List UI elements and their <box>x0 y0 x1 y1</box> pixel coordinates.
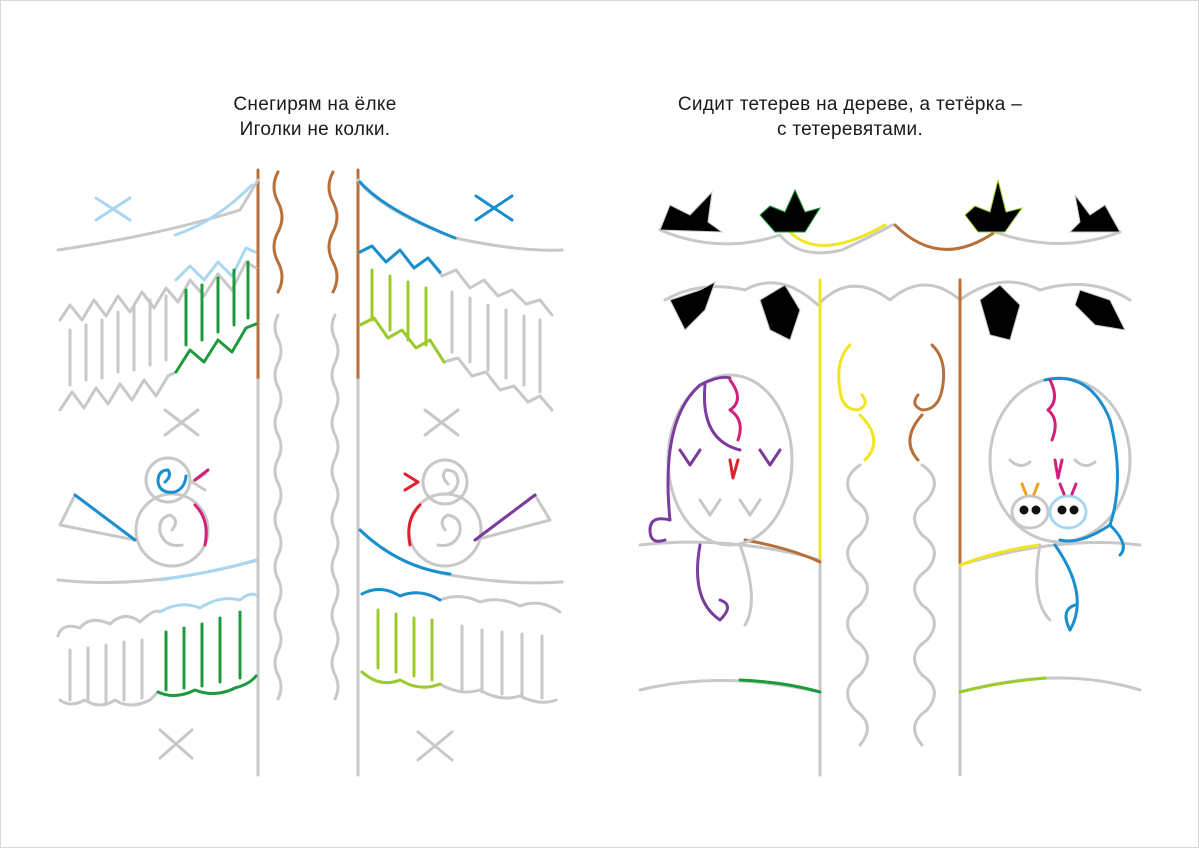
left-caption-line-1: Снегирям на ёлке <box>233 94 397 115</box>
right-caption-line-2: с тетеревятами. <box>776 119 924 140</box>
left-caption-line-2: Иголки не колки. <box>239 119 391 140</box>
left-caption: Снегирям на ёлке Иголки не колки. <box>150 92 480 142</box>
wavy-line-trace <box>330 313 340 701</box>
left-fir-tree <box>56 168 284 777</box>
wavy-line <box>327 170 339 294</box>
wavy-line-trace <box>273 313 283 701</box>
swirl-trace <box>913 463 936 747</box>
wavy-line <box>272 170 284 294</box>
grouse-bird <box>648 373 794 627</box>
cross-mark <box>474 194 514 222</box>
cross-mark <box>163 408 200 437</box>
cross-mark <box>158 728 194 760</box>
right-bullfinch <box>403 458 552 568</box>
right-caption: Сидит тетерев на дереве, а тетёрка – с т… <box>650 92 1050 142</box>
right-caption-line-1: Сидит тетерев на дереве, а тетёрка – <box>677 94 1023 115</box>
cross-mark <box>416 730 454 762</box>
chick-head <box>1010 494 1050 530</box>
chick-head <box>1048 494 1088 530</box>
left-bullfinch <box>58 456 210 568</box>
right-fir-tree <box>327 168 564 777</box>
cross-mark <box>423 408 460 437</box>
swirl-trace <box>846 463 869 747</box>
grouse-tree <box>638 179 1142 777</box>
cross-mark <box>94 196 132 222</box>
hen-grouse-with-chicks <box>988 376 1132 632</box>
